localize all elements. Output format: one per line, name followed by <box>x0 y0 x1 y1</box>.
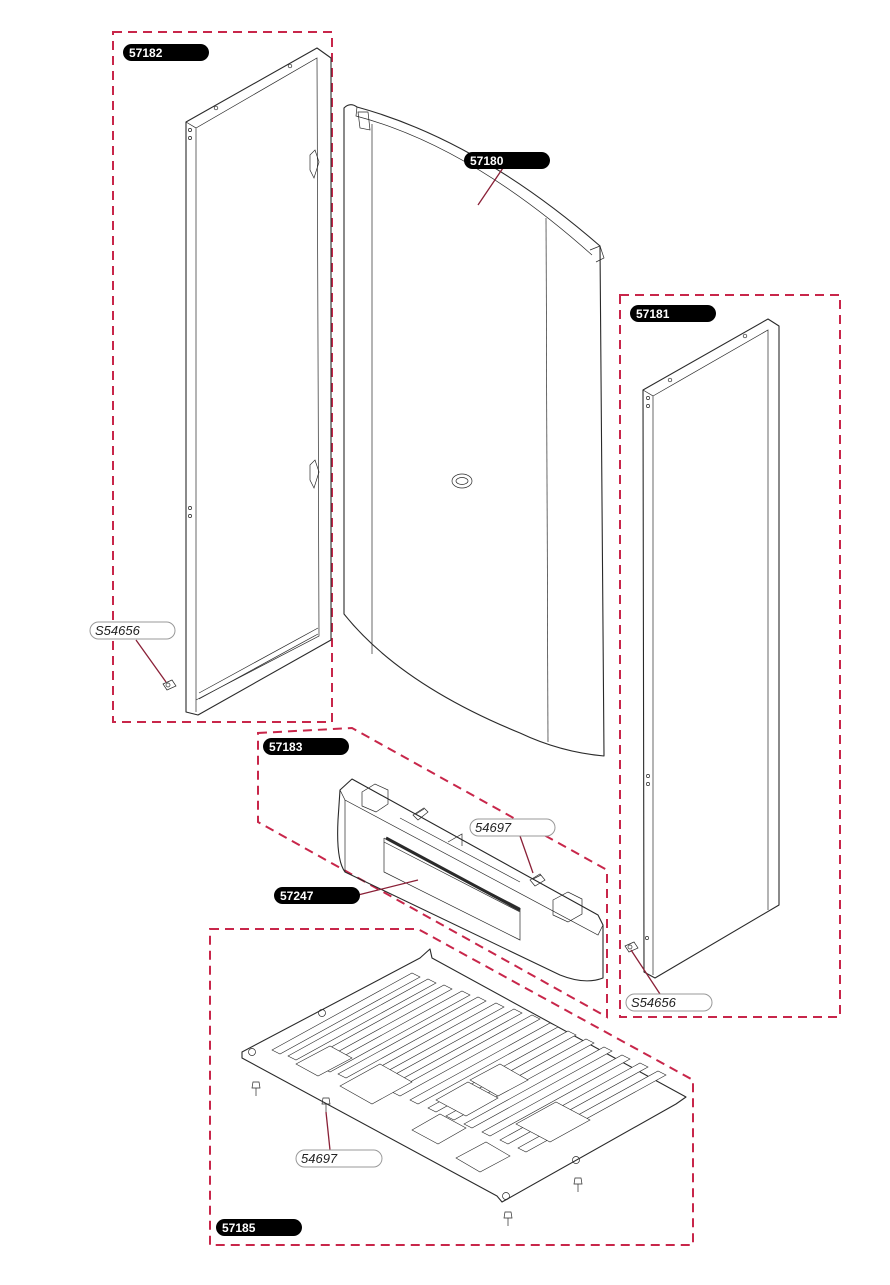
group-outline-57185 <box>209 928 694 1246</box>
fastener-bracket-top <box>412 807 429 821</box>
front-bracket-assembly <box>337 778 604 982</box>
callout-54697-bracket: 54697 <box>469 818 556 837</box>
part-label-57185: 57185 <box>216 1219 302 1236</box>
svg-text:57181: 57181 <box>636 307 670 321</box>
part-label-57182: 57182 <box>123 44 209 61</box>
callout-s54656-left: S54656 <box>89 621 176 640</box>
grille-slots <box>271 972 667 1173</box>
svg-text:57182: 57182 <box>129 46 163 60</box>
callout-54697-grille: 54697 <box>295 1149 383 1168</box>
fastener-bracket-right <box>529 873 546 887</box>
screw-icon-grille-2 <box>321 1097 331 1112</box>
part-label-57180: 57180 <box>464 152 550 169</box>
front-door-panel <box>343 104 605 757</box>
svg-text:57180: 57180 <box>470 154 504 168</box>
leader-54697-grille <box>325 1111 331 1151</box>
screw-icon-grille-3 <box>573 1177 583 1192</box>
group-outline-57181 <box>619 294 841 1018</box>
svg-text:57185: 57185 <box>222 1221 256 1235</box>
right-side-panel <box>642 318 780 979</box>
svg-text:57247: 57247 <box>280 889 314 903</box>
leader-57180 <box>477 164 506 206</box>
left-side-panel <box>185 47 332 716</box>
bottom-grille-plate <box>241 948 687 1203</box>
screw-icon-grille-1 <box>251 1081 261 1096</box>
screw-icon-grille-4 <box>503 1211 513 1226</box>
group-outline-57182 <box>112 31 333 723</box>
part-label-57183: 57183 <box>263 738 349 755</box>
leader-57247 <box>357 879 419 896</box>
svg-text:S54656: S54656 <box>95 623 141 638</box>
svg-text:54697: 54697 <box>301 1151 338 1166</box>
svg-text:S54656: S54656 <box>631 995 677 1010</box>
svg-text:57183: 57183 <box>269 740 303 754</box>
group-outline-57183 <box>257 726 608 1019</box>
leader-s54656-left <box>135 639 167 683</box>
leader-s54656-right <box>630 949 661 995</box>
leader-54697-bracket <box>519 835 534 874</box>
screw-icon-right <box>624 941 639 953</box>
svg-text:54697: 54697 <box>475 820 512 835</box>
callout-s54656-right: S54656 <box>625 993 713 1012</box>
part-label-57247: 57247 <box>274 887 360 904</box>
part-label-57181: 57181 <box>630 305 716 322</box>
screw-icon-left <box>162 679 177 691</box>
